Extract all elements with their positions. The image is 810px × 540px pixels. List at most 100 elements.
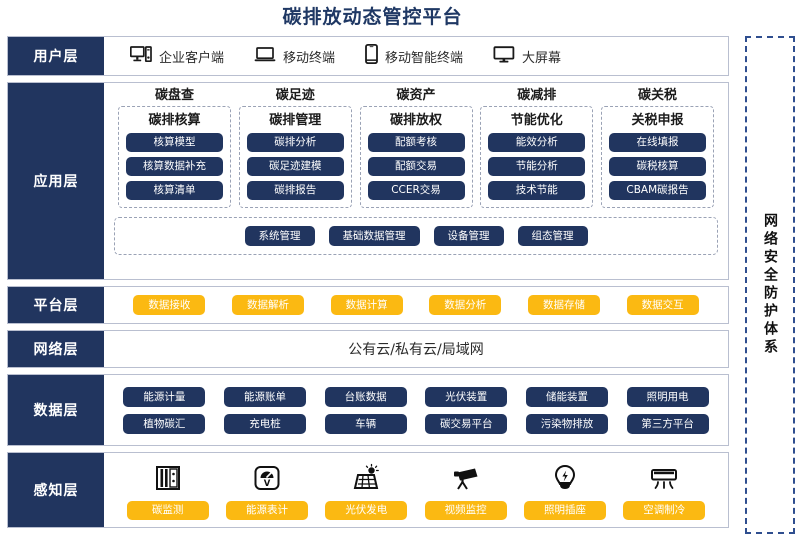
app-group-box: 碳排管理 碳排分析 碳足迹建模 碳排报告	[238, 106, 352, 208]
layer-body-data: 能源计量 能源账单 台账数据 光伏装置 储能装置 照明用电 植物碳汇 充电桩 车…	[104, 375, 728, 445]
platform-pill[interactable]: 数据计算	[330, 295, 403, 315]
app-item-pill[interactable]: 核算数据补充	[126, 157, 223, 176]
app-group-subtitle: 碳排放权	[389, 113, 442, 128]
layer-body-application: 碳盘查 碳排核算 核算模型 核算数据补充 核算清单 碳足迹 碳排管理 碳排分析	[104, 83, 728, 279]
app-group-subtitle: 碳排管理	[269, 113, 322, 128]
data-pill[interactable]: 植物碳汇	[123, 413, 206, 434]
layer-application: 应用层 碳盘查 碳排核算 核算模型 核算数据补充 核算清单 碳足迹	[7, 82, 729, 280]
data-pill[interactable]: 能源账单	[223, 386, 306, 407]
network-text: 公有云/私有云/局域网	[348, 342, 484, 358]
desktop-tower-icon	[129, 45, 152, 67]
management-pill[interactable]: 设备管理	[433, 226, 504, 246]
platform-pill[interactable]: 数据交互	[626, 295, 699, 315]
app-group-title: 碳减排	[517, 88, 557, 103]
data-row-2: 植物碳汇 充电桩 车辆 碳交易平台 污染物排放 第三方平台	[114, 413, 718, 434]
perception-label-pill[interactable]: 碳监测	[126, 500, 209, 520]
solar-panel-icon	[351, 461, 381, 495]
security-system-label: 网络安全防护体系	[762, 213, 778, 357]
perception-label-pill[interactable]: 能源表计	[225, 500, 308, 520]
data-pill[interactable]: 储能装置	[525, 386, 608, 407]
data-pill[interactable]: 能源计量	[123, 386, 206, 407]
smartphone-icon	[365, 43, 378, 68]
data-pill[interactable]: 碳交易平台	[425, 413, 508, 434]
app-item-pill[interactable]: 配额交易	[367, 157, 465, 176]
perception-item-energy-meter[interactable]: V 能源表计	[225, 461, 308, 520]
app-item-pill[interactable]: 能效分析	[488, 133, 586, 152]
platform-pill[interactable]: 数据接收	[133, 295, 206, 315]
app-item-pill[interactable]: 碳足迹建模	[246, 157, 344, 176]
user-item-big-screen[interactable]: 大屏幕	[493, 45, 562, 67]
app-group-carbon-tariff: 碳关税 关税申报 在线填报 碳税核算 CBAM碳报告	[601, 87, 714, 208]
layer-platform: 平台层 数据接收 数据解析 数据计算 数据分析 数据存储 数据交互	[7, 286, 729, 324]
app-group-carbon-inventory: 碳盘查 碳排核算 核算模型 核算数据补充 核算清单	[118, 87, 231, 208]
platform-pill[interactable]: 数据存储	[527, 295, 600, 315]
application-management-box: 系统管理 基础数据管理 设备管理 组态管理	[114, 217, 718, 255]
app-item-pill[interactable]: 碳排分析	[246, 133, 344, 152]
user-item-mobile-terminal[interactable]: 移动终端	[254, 46, 335, 67]
app-item-pill[interactable]: 技术节能	[488, 181, 586, 200]
management-pill[interactable]: 系统管理	[244, 226, 315, 246]
app-group-box: 关税申报 在线填报 碳税核算 CBAM碳报告	[601, 106, 714, 208]
app-item-pill[interactable]: 碳排报告	[246, 181, 344, 200]
management-pill[interactable]: 基础数据管理	[328, 226, 420, 246]
layer-label-user: 用户层	[8, 37, 104, 75]
app-item-pill[interactable]: 配额考核	[367, 133, 465, 152]
perception-label-pill[interactable]: 照明插座	[523, 500, 606, 520]
data-pill[interactable]: 第三方平台	[626, 413, 709, 434]
layer-label-perception: 感知层	[8, 453, 104, 527]
layer-body-network: 公有云/私有云/局域网	[104, 331, 728, 367]
layer-label-platform: 平台层	[8, 287, 104, 323]
perception-label-pill[interactable]: 空调制冷	[623, 500, 706, 520]
app-item-pill[interactable]: 核算清单	[126, 181, 223, 200]
app-group-title: 碳关税	[637, 88, 677, 103]
app-item-pill[interactable]: 核算模型	[126, 133, 223, 152]
layer-network: 网络层 公有云/私有云/局域网	[7, 330, 729, 368]
layer-user: 用户层 企业客户端	[7, 36, 729, 76]
application-groups: 碳盘查 碳排核算 核算模型 核算数据补充 核算清单 碳足迹 碳排管理 碳排分析	[114, 87, 718, 208]
carbon-monitor-cabinet-icon	[153, 461, 183, 495]
app-item-pill[interactable]: CBAM碳报告	[609, 181, 706, 200]
user-item-smart-mobile-terminal[interactable]: 移动智能终端	[365, 43, 463, 68]
app-item-pill[interactable]: 碳税核算	[609, 157, 706, 176]
perception-item-video-surveillance[interactable]: 视频监控	[424, 461, 507, 520]
perception-item-solar-power[interactable]: 光伏发电	[325, 461, 408, 520]
layer-label-data: 数据层	[8, 375, 104, 445]
platform-pill[interactable]: 数据解析	[231, 295, 304, 315]
user-item-enterprise-client[interactable]: 企业客户端	[129, 45, 224, 67]
data-pill[interactable]: 充电桩	[223, 413, 306, 434]
data-pill[interactable]: 台账数据	[324, 386, 407, 407]
management-pill[interactable]: 组态管理	[517, 226, 588, 246]
app-group-subtitle: 节能优化	[510, 113, 563, 128]
app-item-pill[interactable]: 节能分析	[488, 157, 586, 176]
air-conditioner-icon	[649, 461, 679, 495]
layer-perception: 感知层 碳监测	[7, 452, 729, 528]
app-group-box: 碳排核算 核算模型 核算数据补充 核算清单	[118, 106, 231, 208]
layer-stack: 用户层 企业客户端	[7, 36, 729, 534]
layer-label-network: 网络层	[8, 331, 104, 367]
data-pill[interactable]: 照明用电	[626, 386, 709, 407]
user-item-label: 大屏幕	[522, 50, 562, 66]
page-title: 碳排放动态管控平台	[282, 6, 463, 28]
app-group-title: 碳足迹	[275, 88, 315, 103]
perception-label-pill[interactable]: 光伏发电	[325, 500, 408, 520]
perception-item-carbon-monitor[interactable]: 碳监测	[126, 461, 209, 520]
platform-pill[interactable]: 数据分析	[429, 295, 502, 315]
layer-body-perception: 碳监测 V 能源表计	[104, 453, 728, 527]
layer-label-application: 应用层	[8, 83, 104, 279]
app-group-subtitle: 碳排核算	[148, 113, 201, 128]
perception-item-lighting-socket[interactable]: 照明插座	[523, 461, 606, 520]
monitor-icon	[493, 45, 515, 67]
perception-item-air-conditioning[interactable]: 空调制冷	[623, 461, 706, 520]
layer-data: 数据层 能源计量 能源账单 台账数据 光伏装置 储能装置 照明用电 植物碳汇 充…	[7, 374, 729, 446]
app-group-title: 碳盘查	[154, 88, 194, 103]
data-pill[interactable]: 污染物排放	[525, 413, 608, 434]
app-item-pill[interactable]: 在线填报	[609, 133, 706, 152]
data-pill[interactable]: 车辆	[324, 413, 407, 434]
app-group-carbon-asset: 碳资产 碳排放权 配额考核 配额交易 CCER交易	[359, 87, 473, 208]
layer-body-platform: 数据接收 数据解析 数据计算 数据分析 数据存储 数据交互	[104, 287, 728, 323]
app-item-pill[interactable]: CCER交易	[367, 181, 465, 200]
perception-label-pill[interactable]: 视频监控	[424, 500, 507, 520]
data-pill[interactable]: 光伏装置	[425, 386, 508, 407]
lightbulb-socket-icon	[550, 461, 580, 495]
